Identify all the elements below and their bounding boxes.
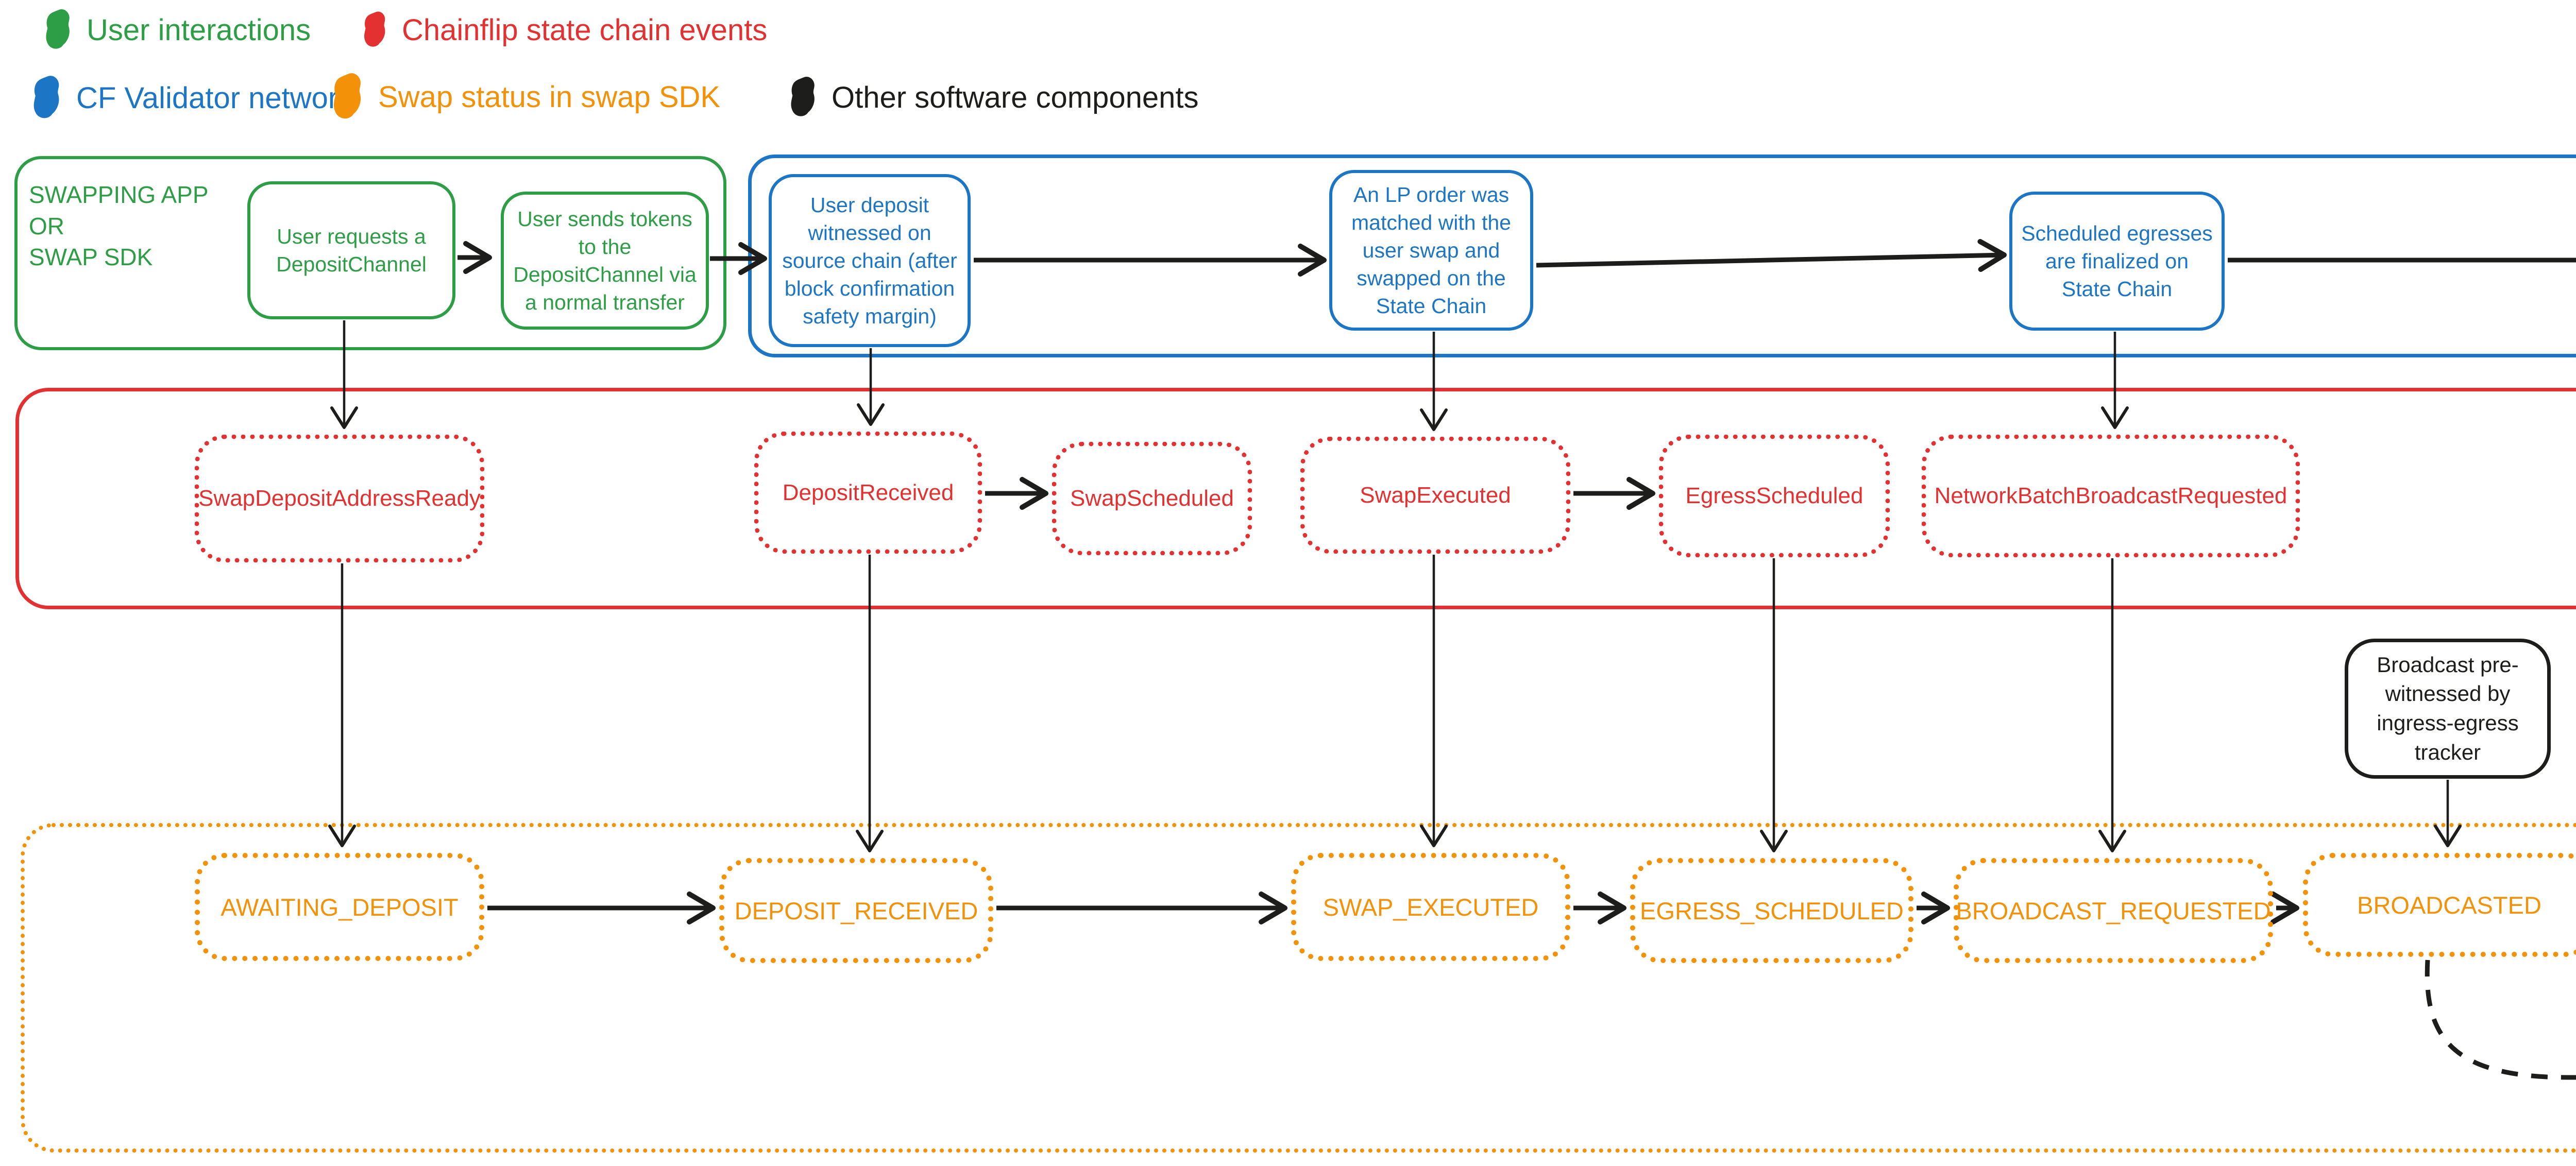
cloud-icon bbox=[364, 11, 385, 47]
cloud-icon bbox=[46, 9, 70, 49]
node-depositreceived-event: DepositReceived bbox=[754, 432, 982, 554]
node-status-broadcast-requested: BROADCAST_REQUESTED bbox=[1954, 858, 2273, 963]
cloud-icon bbox=[333, 73, 361, 119]
node-status-swap-executed: SWAP_EXECUTED bbox=[1291, 853, 1570, 961]
node-status-awaiting-deposit: AWAITING_DEPOSIT bbox=[195, 853, 484, 961]
node-swapscheduled-event: SwapScheduled bbox=[1052, 442, 1252, 555]
legend-item-state-chain-events: Chainflip state chain events bbox=[363, 8, 767, 52]
legend-label: CF Validator network bbox=[76, 81, 353, 115]
node-egressscheduled-event: EgressScheduled bbox=[1659, 435, 1890, 557]
cloud-icon bbox=[33, 76, 59, 118]
node-user-requests-deposit-channel: User requests a DepositChannel bbox=[247, 181, 455, 319]
node-networkbatchbroadcastrequested-event: NetworkBatchBroadcastRequested bbox=[1922, 435, 2300, 557]
lane-swap-sdk-status bbox=[21, 823, 2576, 1153]
legend-item-validator-network: CF Validator network bbox=[32, 74, 353, 122]
node-egresses-finalized: Scheduled egresses are finalized on Stat… bbox=[2009, 192, 2225, 331]
node-user-sends-tokens: User sends tokens to the DepositChannel … bbox=[501, 192, 709, 330]
legend-label: Other software components bbox=[832, 80, 1199, 114]
cloud-icon bbox=[791, 77, 815, 116]
node-swapexecuted-event: SwapExecuted bbox=[1300, 437, 1570, 554]
node-lp-order-matched: An LP order was matched with the user sw… bbox=[1329, 170, 1533, 331]
legend-label: User interactions bbox=[87, 13, 311, 47]
lane-swapping-app bbox=[14, 156, 726, 350]
node-deposit-witnessed: User deposit witnessed on source chain (… bbox=[769, 174, 971, 347]
node-status-deposit-received: DEPOSIT_RECEIVED bbox=[719, 858, 993, 963]
node-swapdepositaddressready: SwapDepositAddressReady bbox=[195, 435, 484, 562]
node-status-broadcasted: BROADCASTED bbox=[2303, 853, 2576, 957]
node-status-egress-scheduled: EGRESS_SCHEDULED bbox=[1630, 858, 1913, 963]
node-ingress-egress-tracker: Broadcast pre-witnessed by ingress-egres… bbox=[2345, 639, 2551, 779]
legend-item-user-interactions: User interactions bbox=[44, 7, 311, 53]
legend-label: Swap status in swap SDK bbox=[378, 80, 721, 114]
lane-state-chain-events bbox=[15, 388, 2576, 609]
lane-validator-network bbox=[748, 155, 2576, 357]
legend-label: Chainflip state chain events bbox=[402, 13, 768, 47]
legend-item-swap-sdk-status: Swap status in swap SDK bbox=[332, 72, 720, 122]
lane-swapping-app-label: SWAPPING APP OR SWAP SDK bbox=[29, 181, 209, 271]
legend-item-other-components: Other software components bbox=[789, 75, 1198, 119]
